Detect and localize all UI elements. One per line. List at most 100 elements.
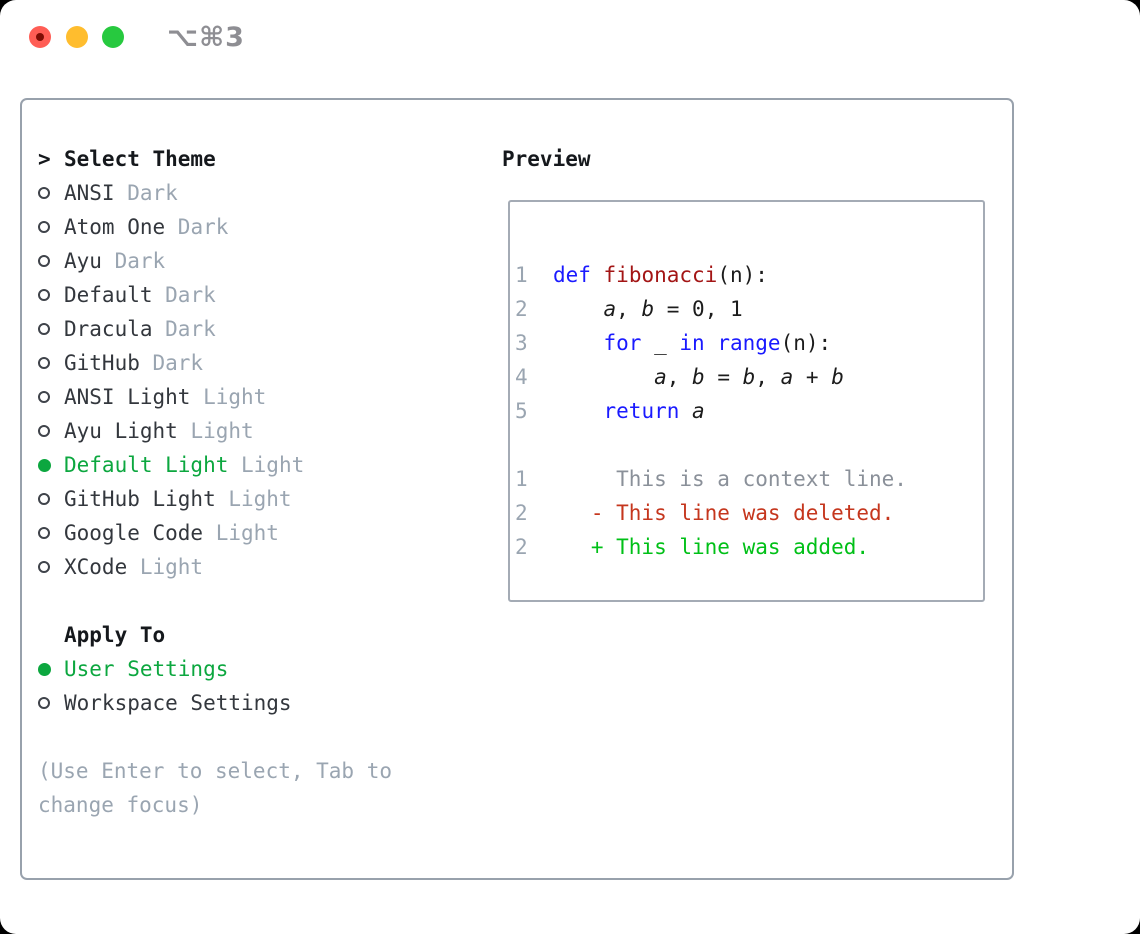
code-segment-plain: =: [704, 365, 743, 389]
code-segment-plain: ,: [666, 365, 693, 389]
option-label: GitHub Light: [64, 487, 216, 511]
code-segment-plain: [591, 263, 604, 287]
theme-item[interactable]: Google Code Light: [38, 516, 478, 550]
variant-tag: Dark: [101, 249, 166, 273]
option-label: Dracula: [64, 317, 153, 341]
radio-marker: [38, 458, 64, 472]
radio-marker: [38, 425, 64, 437]
code-segment-keyword: return: [603, 399, 680, 423]
option-label: Atom One: [64, 215, 166, 239]
radio-unselected-icon: [38, 391, 50, 403]
select-theme-title: Select Theme: [64, 147, 216, 171]
code-segment-plain: ,: [616, 297, 642, 321]
radio-unselected-icon: [38, 425, 50, 437]
variant-tag: Light: [215, 487, 292, 511]
apply-to-option[interactable]: User Settings: [38, 652, 478, 686]
line-number: 4: [515, 365, 553, 389]
radio-unselected-icon: [38, 323, 50, 335]
theme-item[interactable]: Default Light Light: [38, 448, 478, 482]
line-number: 2: [515, 501, 591, 525]
preview-code-line: 2 - This line was deleted.: [515, 496, 977, 530]
radio-unselected-icon: [38, 187, 50, 199]
theme-item[interactable]: Atom One Dark: [38, 210, 478, 244]
code-segment-plain: [553, 297, 604, 321]
theme-item[interactable]: Ayu Dark: [38, 244, 478, 278]
variant-tag: Dark: [139, 351, 204, 375]
prompt-marker: >: [38, 147, 64, 171]
hint-text-line1: (Use Enter to select, Tab to: [38, 759, 393, 783]
radio-marker: [38, 493, 64, 505]
apply-to-option[interactable]: Workspace Settings: [38, 686, 478, 720]
option-label: XCode: [64, 555, 128, 579]
option-label: Default Light: [64, 453, 229, 477]
close-dot-icon: [36, 33, 44, 41]
theme-item[interactable]: GitHub Light Light: [38, 482, 478, 516]
close-button[interactable]: [29, 26, 51, 48]
preview-code-line: 2 + This line was added.: [515, 530, 977, 564]
code-segment-plain: +: [793, 365, 832, 389]
code-segment-plain: [553, 331, 604, 355]
preview-title: Preview: [502, 147, 591, 171]
preview-code-line: 3 for _ in range(n):: [515, 326, 977, 360]
code-segment-keyword: def: [552, 263, 591, 287]
radio-unselected-icon: [38, 289, 50, 301]
option-label: Default: [64, 283, 153, 307]
code-segment-variable: a: [603, 297, 617, 321]
code-segment-plain: [553, 365, 654, 389]
line-number: 3: [515, 331, 553, 355]
code-segment-plain: ,: [755, 365, 781, 389]
radio-unselected-icon: [38, 527, 50, 539]
code-segment-plain: (n):: [780, 331, 832, 355]
variant-tag: Light: [203, 521, 279, 545]
code-segment-plain: [553, 399, 604, 423]
radio-unselected-icon: [38, 493, 50, 505]
window-title: ⌥⌘3: [167, 22, 245, 53]
variant-tag: Light: [127, 555, 204, 579]
code-segment-added: + This line was added.: [590, 535, 870, 559]
spacer-row: [38, 720, 478, 754]
preview-code-line: 5 return a: [515, 394, 977, 428]
code-segment-plain: [705, 331, 718, 355]
theme-item[interactable]: ANSI Light Light: [38, 380, 478, 414]
variant-tag: Dark: [114, 181, 178, 205]
theme-item[interactable]: Ayu Light Light: [38, 414, 478, 448]
theme-item[interactable]: GitHub Dark: [38, 346, 478, 380]
variant-tag: Dark: [165, 215, 229, 239]
code-segment-variable: b: [831, 365, 844, 389]
option-label: GitHub: [64, 351, 140, 375]
code-segment-context: This is a context line.: [616, 467, 907, 491]
radio-marker: [38, 255, 64, 267]
variant-tag: Light: [177, 419, 254, 443]
zoom-button[interactable]: [102, 26, 124, 48]
code-segment-variable: b: [641, 297, 655, 321]
theme-picker-panel: [20, 98, 1014, 880]
radio-unselected-icon: [38, 561, 50, 573]
preview-code-line: 1 def fibonacci(n):: [515, 258, 977, 292]
radio-marker: [38, 561, 64, 573]
radio-marker: [38, 289, 64, 301]
line-number: 1: [515, 263, 553, 287]
code-segment-variable: a: [780, 365, 794, 389]
apply-to-header: Apply To: [38, 618, 478, 652]
preview-code-line: 1 This is a context line.: [515, 462, 977, 496]
radio-marker: [38, 221, 64, 233]
minimize-button[interactable]: [66, 26, 88, 48]
preview-code-line: 4 a, b = b, a + b: [515, 360, 977, 394]
title-bar: ⌥⌘3: [0, 0, 1140, 75]
variant-tag: Dark: [152, 283, 216, 307]
code-segment-variable: a: [654, 365, 667, 389]
variant-tag: Light: [190, 385, 267, 409]
radio-unselected-icon: [38, 697, 50, 709]
option-label: ANSI Light: [64, 385, 191, 409]
theme-item[interactable]: XCode Light: [38, 550, 478, 584]
radio-unselected-icon: [38, 255, 50, 267]
code-segment-variable: a: [692, 399, 705, 423]
theme-item[interactable]: Default Dark: [38, 278, 478, 312]
theme-item[interactable]: ANSI Dark: [38, 176, 478, 210]
variant-tag: Dark: [152, 317, 216, 341]
option-label: Ayu: [64, 249, 102, 273]
theme-item[interactable]: Dracula Dark: [38, 312, 478, 346]
